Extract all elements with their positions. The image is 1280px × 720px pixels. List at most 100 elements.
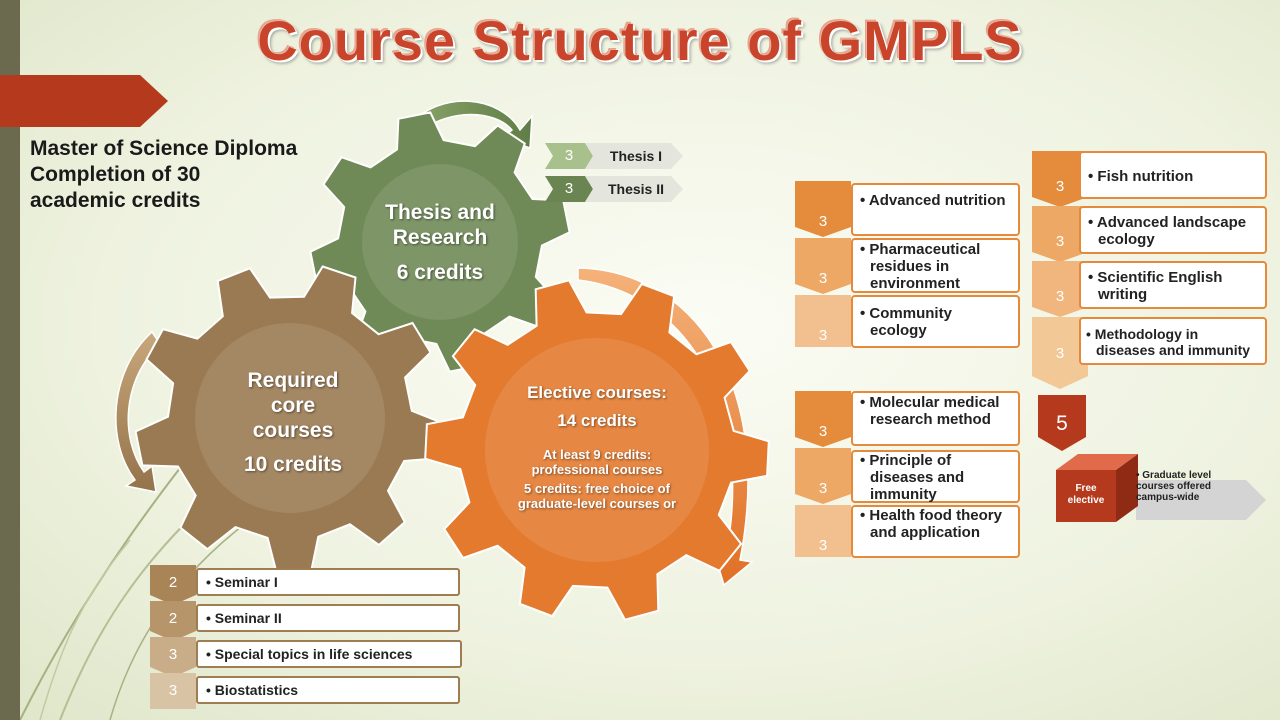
free-elective-label: Free elective: [1067, 483, 1105, 506]
elective-item: 3 • Pharmaceutical residues in environme…: [795, 238, 1020, 294]
elective-item: 3 • Scientific English writing: [1032, 261, 1267, 317]
diploma-line-1: Master of Science Diploma: [30, 137, 298, 160]
elective-item-label: • Fish nutrition: [1079, 151, 1267, 199]
thesis-item-chevron: [545, 176, 683, 202]
elective-item: 3 • Health food theory and application: [795, 505, 1020, 561]
diploma-line-2: Completion of 30: [30, 163, 201, 186]
core-gear-line-1: Required: [247, 369, 339, 392]
free-elective-credit: 5: [1056, 412, 1068, 435]
core-item-credit: 2: [168, 610, 178, 627]
elective-item-chevron: [1032, 317, 1088, 389]
elective-item-label: • Scientific English writing: [1079, 261, 1267, 309]
core-item-credit: 3: [168, 682, 178, 699]
elective-item-chevron: [1032, 261, 1088, 317]
core-item: 2 • Seminar II: [150, 601, 462, 641]
elective-item-chevron: [795, 295, 851, 347]
core-item-label: • Seminar I: [196, 568, 460, 596]
elective-item-label: • Advanced nutrition: [851, 183, 1020, 236]
elective-item-chevron: [1032, 151, 1088, 207]
core-item-chevron: [150, 601, 196, 641]
elective-gear-line-3: At least 9 credits:: [542, 447, 652, 462]
page-title: Course Structure of GMPLS: [257, 9, 1023, 72]
elective-item-label: • Health food theory and application: [851, 505, 1020, 558]
elective-item-label: • Pharmaceutical residues in environment: [851, 238, 1020, 293]
thesis-gear-credits: 6 credits: [396, 261, 484, 284]
elective-item-credit: 3: [1055, 345, 1065, 362]
elective-gear: [424, 279, 770, 621]
elective-item-credit: 3: [1055, 233, 1065, 250]
elective-item-credit: 3: [818, 213, 828, 230]
core-gear-credits: 10 credits: [243, 453, 343, 476]
free-elective-cube: [1056, 454, 1266, 522]
elective-item-label: • Principle of diseases and immunity: [851, 450, 1020, 503]
thesis-gear-label: Thesis and Research 6 credits: [350, 200, 530, 285]
elective-item-chevron: [795, 448, 851, 504]
elective-item-credit: 3: [818, 480, 828, 497]
core-item: 2 • Seminar I: [150, 565, 462, 605]
elective-item-chevron: [1032, 206, 1088, 262]
core-item-credit: 2: [168, 574, 178, 591]
thesis-item-label: Thesis II: [607, 181, 665, 197]
core-item-label: • Biostatistics: [196, 676, 460, 704]
thesis-item-label: Thesis I: [609, 148, 663, 164]
elective-item: 3 • Principle of diseases and immunity: [795, 448, 1020, 504]
core-gear-line-3: courses: [252, 419, 334, 442]
core-item-list: 2 • Seminar I 2 • Seminar II 3 • Special…: [150, 565, 470, 710]
elective-group-1: 3 • Advanced nutrition 3 • Pharmaceutica…: [795, 181, 1025, 361]
elective-item-chevron: [795, 181, 851, 237]
free-elective-chevron: [1038, 395, 1086, 451]
elective-gear-label: Elective courses: 14 credits At least 9 …: [497, 383, 697, 511]
elective-gear-line-1: Elective courses:: [527, 383, 667, 402]
free-elective-block: 5 Free elective • Graduate level courses…: [1038, 395, 1268, 595]
elective-item-credit: 3: [818, 537, 828, 554]
core-item-chevron: [150, 565, 196, 605]
core-gear-line-2: core: [270, 394, 316, 417]
elective-item-credit: 3: [1055, 288, 1065, 305]
elective-item-chevron: [795, 391, 851, 447]
elective-group-3: 3 • Fish nutrition 3 • Advanced landscap…: [1032, 151, 1272, 391]
elective-item-credit: 3: [818, 270, 828, 287]
elective-gear-line-4: professional courses: [531, 462, 663, 477]
elective-item-chevron: [795, 505, 851, 557]
core-item-chevron: [150, 673, 196, 709]
thesis-gear-line-1: Thesis and: [385, 201, 495, 224]
core-item-label: • Seminar II: [196, 604, 460, 632]
core-gear-label: Required core courses 10 credits: [198, 368, 388, 477]
thesis-item-credit: 3: [564, 147, 574, 164]
core-gear: [134, 265, 447, 574]
elective-item: 3 • Community ecology: [795, 295, 1020, 351]
elective-gear-line-5: 5 credits: free choice of: [524, 481, 670, 496]
diploma-line-3: academic credits: [30, 189, 201, 212]
elective-item-credit: 3: [818, 423, 828, 440]
elective-item: 3 • Advanced nutrition: [795, 181, 1020, 237]
elective-gear-credits: 14 credits: [557, 411, 637, 430]
side-bar: [0, 0, 20, 720]
elective-item-credit: 3: [1055, 178, 1065, 195]
elective-item: 3 • Molecular medical research method: [795, 391, 1020, 447]
elective-item-label: • Advanced landscape ecology: [1079, 206, 1267, 254]
core-item-credit: 3: [168, 646, 178, 663]
elective-item-label: • Molecular medical research method: [851, 391, 1020, 446]
diploma-text: Master of Science Diploma Completion of …: [30, 136, 370, 214]
core-item-label: • Special topics in life sciences: [196, 640, 462, 668]
thesis-item: 3 Thesis II: [545, 176, 685, 202]
elective-item: 3 • Fish nutrition: [1032, 151, 1267, 207]
elective-item: 3 • Advanced landscape ecology: [1032, 206, 1267, 262]
elective-item-label: • Community ecology: [851, 295, 1020, 348]
core-item: 3 • Special topics in life sciences: [150, 637, 462, 677]
thesis-item-credit: 3: [564, 180, 574, 197]
elective-group-2: 3 • Molecular medical research method 3 …: [795, 391, 1025, 571]
thesis-item: 3 Thesis I: [545, 143, 685, 169]
red-pennant: [0, 75, 168, 127]
core-item-chevron: [150, 637, 196, 677]
thesis-item-chevron: [545, 143, 683, 169]
elective-item-credit: 3: [818, 327, 828, 344]
elective-item: 3 • Methodology in diseases and immunity: [1032, 317, 1267, 389]
thesis-gear: [309, 111, 571, 373]
core-item: 3 • Biostatistics: [150, 673, 462, 709]
elective-gear-line-6: graduate-level courses or: [517, 496, 677, 511]
elective-item-label: • Methodology in diseases and immunity: [1079, 317, 1267, 365]
elective-item-chevron: [795, 238, 851, 294]
thesis-gear-line-2: Research: [392, 226, 488, 249]
